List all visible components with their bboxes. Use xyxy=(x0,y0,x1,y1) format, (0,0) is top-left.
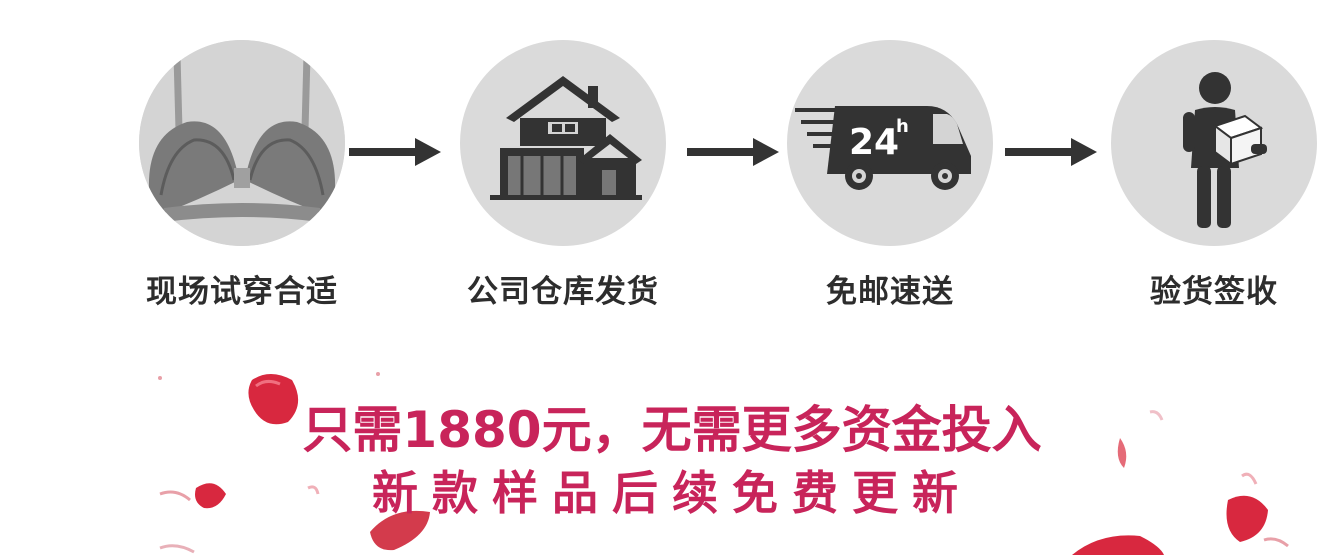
step-label: 免邮速送 xyxy=(826,274,954,310)
warehouse-icon xyxy=(490,76,642,200)
arrow-right-icon xyxy=(687,138,779,166)
step-try-on: 现场试穿合适 xyxy=(127,40,357,311)
step-free-shipping: 24 h 免邮速送 xyxy=(775,40,1005,311)
step-label: 公司仓库发货 xyxy=(467,274,659,310)
truck-badge-suffix: h xyxy=(896,116,909,137)
step-label: 现场试穿合适 xyxy=(146,274,338,310)
rose-petals-decoration xyxy=(158,372,1289,555)
step-circle: 24 h xyxy=(787,40,993,246)
bra-icon xyxy=(139,40,345,246)
promo-headline: 只需1880元，无需更多资金投入 xyxy=(302,401,1042,459)
person-with-box-icon xyxy=(1183,72,1267,228)
promo-subheadline: 新款样品后续免费更新 xyxy=(372,466,972,520)
delivery-truck-icon: 24 h xyxy=(795,106,971,190)
arrow-right-icon xyxy=(1005,138,1097,166)
step-circle xyxy=(460,40,666,246)
step-warehouse-ship: 公司仓库发货 xyxy=(448,40,678,311)
truck-badge-number: 24 xyxy=(849,122,899,163)
step-inspect-sign: 验货签收 xyxy=(1099,40,1329,311)
step-label: 验货签收 xyxy=(1150,274,1278,310)
step-circle xyxy=(139,40,345,246)
arrow-right-icon xyxy=(349,138,441,166)
step-circle xyxy=(1111,40,1317,246)
